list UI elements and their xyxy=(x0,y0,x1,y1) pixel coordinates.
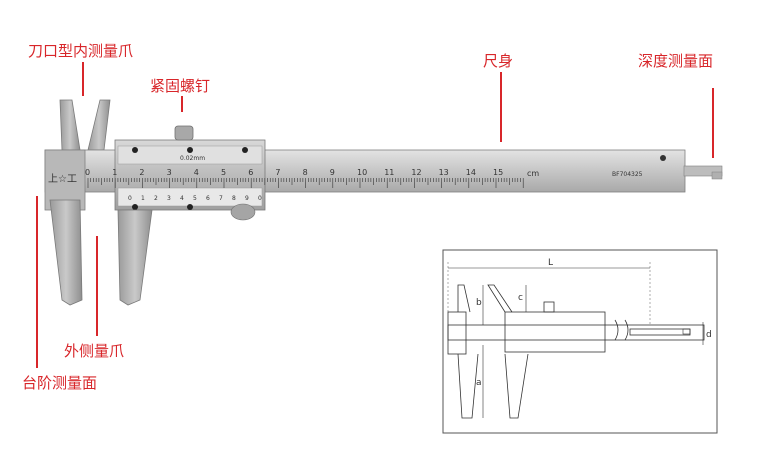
lock-screw-icon xyxy=(174,125,194,141)
leader-outer-jaw xyxy=(96,236,98,336)
vernier-number: 2 xyxy=(154,195,158,202)
inset-frame xyxy=(442,249,718,434)
main-scale-number: 10 xyxy=(357,168,367,177)
depth-rod xyxy=(683,165,723,177)
main-scale-number: 1 xyxy=(112,168,117,177)
fixed-outer-jaw xyxy=(49,199,83,306)
label-step-face: 台阶测量面 xyxy=(22,374,98,392)
brand-mark: 上☆工 xyxy=(48,173,77,185)
vernier-number: 1 xyxy=(141,195,145,202)
main-scale-number: 15 xyxy=(493,168,503,177)
leader-depth-face xyxy=(712,88,714,158)
main-scale-number: 3 xyxy=(167,168,172,177)
label-outer-jaw: 外侧量爪 xyxy=(64,342,125,360)
fixed-inner-jaw xyxy=(59,99,81,151)
leader-main-beam xyxy=(500,72,502,142)
vernier-number: 0 xyxy=(128,195,132,202)
main-scale-number: 11 xyxy=(384,168,394,177)
main-scale-number: 12 xyxy=(411,168,421,177)
vernier-number: 7 xyxy=(219,195,223,202)
label-depth-face: 深度测量面 xyxy=(638,52,714,70)
leader-lock-screw xyxy=(181,96,183,112)
vernier-precision: 0.02mm xyxy=(180,155,205,162)
main-scale-number: 6 xyxy=(248,168,253,177)
leader-step-face xyxy=(36,196,38,368)
vernier-number: 9 xyxy=(245,195,249,202)
main-scale-number: 5 xyxy=(221,168,226,177)
vernier-number: 5 xyxy=(193,195,197,202)
vernier-scale-numbers: 0 1 2 3 4 5 6 7 8 9 0 xyxy=(128,195,262,202)
slide-inner-jaw xyxy=(87,99,111,151)
main-scale-number: 7 xyxy=(275,168,280,177)
main-scale-number: 13 xyxy=(439,168,449,177)
label-main-beam: 尺身 xyxy=(483,52,514,70)
vernier-number: 8 xyxy=(232,195,236,202)
main-scale-number: 0 xyxy=(85,168,90,177)
main-scale xyxy=(87,178,524,188)
main-scale-number: 2 xyxy=(139,168,144,177)
leader-knife-jaw xyxy=(82,62,84,96)
slide-outer-jaw xyxy=(117,209,153,306)
label-knife-jaw: 刀口型内测量爪 xyxy=(28,42,134,60)
scale-unit: cm xyxy=(527,169,539,178)
dim-c: c xyxy=(518,293,523,303)
vernier-number: 4 xyxy=(180,195,184,202)
vernier-number: 3 xyxy=(167,195,171,202)
main-scale-number: 14 xyxy=(466,168,476,177)
dim-b: b xyxy=(476,298,482,308)
inset-drawing xyxy=(442,249,718,434)
main-scale-number: 9 xyxy=(330,168,335,177)
vernier-number: 6 xyxy=(206,195,210,202)
serial-number: BF704325 xyxy=(612,171,643,178)
dim-L: L xyxy=(548,258,553,268)
dim-a: a xyxy=(476,378,482,388)
label-lock-screw: 紧固螺钉 xyxy=(150,77,211,95)
main-scale-number: 8 xyxy=(303,168,308,177)
main-scale-number: 4 xyxy=(194,168,199,177)
dim-d: d xyxy=(706,330,712,340)
vernier-number: 0 xyxy=(258,195,262,202)
